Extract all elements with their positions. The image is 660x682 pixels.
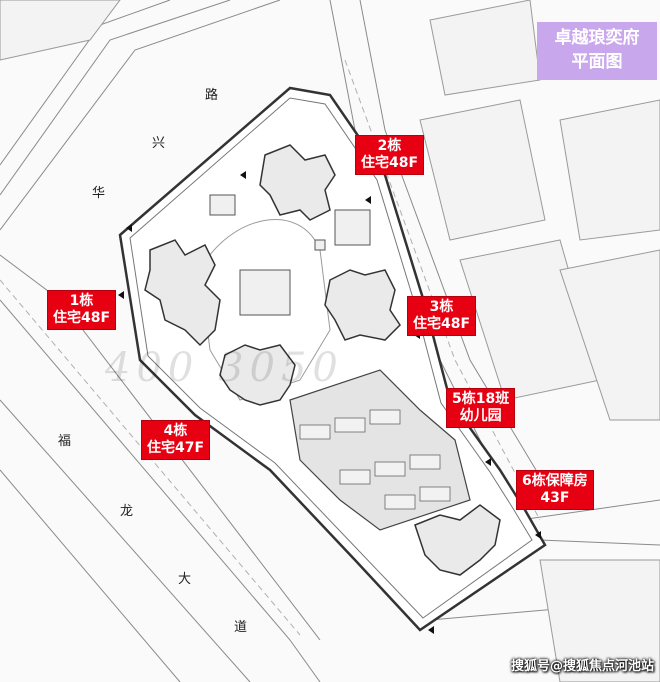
building-1-footprint — [144, 239, 221, 347]
building-2-label: 2栋 住宅48F — [355, 135, 425, 175]
building-6-type: 43F — [540, 490, 570, 506]
building-6-label: 6栋保障房 43F — [516, 470, 594, 510]
plan-title-line2: 平面图 — [571, 52, 623, 72]
kindergarten-rooms — [299, 409, 451, 510]
building-2-name: 2栋 — [377, 138, 402, 154]
building-3-name: 3栋 — [429, 299, 454, 315]
road-label-fulong-3: 大 — [178, 572, 192, 587]
building-4-name: 4栋 — [163, 423, 188, 439]
building-3-label: 3栋 住宅48F — [407, 296, 477, 336]
building-3-type: 住宅48F — [413, 316, 471, 332]
building-1-type: 住宅48F — [53, 310, 111, 326]
building-5-type: 幼儿园 — [459, 408, 502, 424]
building-1-name: 1栋 — [69, 293, 94, 309]
building-5-label: 5栋18班 幼儿园 — [446, 388, 516, 428]
plan-title: 卓越琅奕府 平面图 — [537, 22, 657, 80]
road-label-fulong-1: 福 — [58, 434, 72, 449]
building-5-name: 5栋18班 — [452, 391, 510, 407]
building-2-type: 住宅48F — [361, 155, 419, 171]
building-6-footprint — [414, 504, 501, 576]
site-inner-boundary — [129, 97, 533, 619]
road-label-huaxing-2: 兴 — [152, 136, 166, 151]
building-4-footprint — [219, 344, 296, 406]
watermark: 400 3050 — [105, 345, 344, 391]
road-label-fulong-2: 龙 — [120, 504, 134, 519]
building-1-label: 1栋 住宅48F — [47, 290, 117, 330]
road-label-fulong-4: 道 — [234, 620, 248, 635]
building-3-footprint — [324, 269, 401, 341]
small-structures — [209, 194, 371, 316]
building-6-name: 6栋保障房 — [522, 473, 588, 489]
source-credit: 搜狐号@搜狐焦点河池站 — [510, 659, 654, 674]
building-4-label: 4栋 住宅47F — [141, 420, 211, 460]
internal-road — [199, 219, 331, 401]
road-label-huaxing-3: 华 — [92, 186, 106, 201]
building-2-footprint — [259, 144, 336, 221]
plan-title-line1: 卓越琅奕府 — [554, 28, 640, 48]
road-label-huaxing-1: 路 — [205, 88, 219, 103]
building-4-type: 住宅47F — [147, 440, 205, 456]
